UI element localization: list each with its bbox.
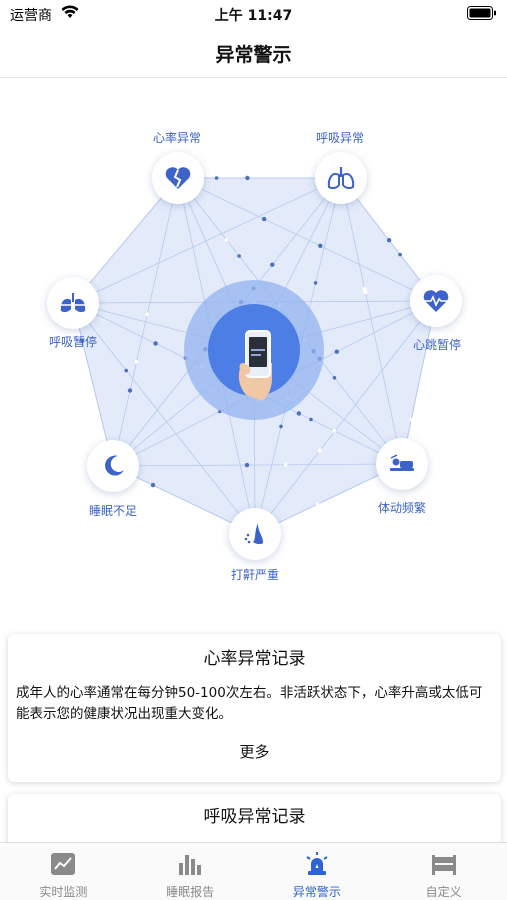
node-label-heartbeat-pause: 心跳暂停 <box>412 338 462 352</box>
lungs-icon <box>327 167 355 190</box>
web-dot <box>150 482 156 488</box>
line-chart-icon <box>51 853 76 875</box>
node-label-apnea: 呼吸暂停 <box>48 335 98 349</box>
web-dot <box>80 338 85 343</box>
battery-icon <box>467 6 496 20</box>
node-severe-snoring[interactable] <box>229 508 281 560</box>
web-dot <box>262 216 267 222</box>
web-line <box>72 302 114 467</box>
web-dot <box>409 417 414 422</box>
tab-abnormal-alert[interactable]: 异常警示 <box>254 843 381 900</box>
web-dot <box>244 462 250 468</box>
clock: 上午 11:47 <box>214 8 293 24</box>
web-dot <box>334 349 339 354</box>
web-dot <box>153 341 158 346</box>
page-title: 异常警示 <box>215 44 292 66</box>
web-dot <box>237 254 241 258</box>
node-label-severe-snoring: 打鼾严重 <box>230 568 280 582</box>
web-dot <box>332 376 337 380</box>
web-line <box>401 300 437 465</box>
bed-icon <box>431 855 456 875</box>
web-dot <box>245 175 250 181</box>
lungs-pause-icon <box>59 293 87 313</box>
tab-sleep-report[interactable]: 睡眠报告 <box>127 843 254 900</box>
phone-in-hand-icon <box>238 330 272 401</box>
web-dot <box>279 424 283 429</box>
tab-label: 自定义 <box>425 885 462 899</box>
web-dot <box>313 281 318 285</box>
web-dot <box>332 429 337 433</box>
tab-custom[interactable]: 自定义 <box>380 843 507 900</box>
web-dot <box>224 238 229 242</box>
bar-chart-icon <box>179 855 202 875</box>
carrier-label: 运营商 <box>10 8 52 24</box>
node-frequent-movement[interactable] <box>376 438 428 490</box>
node-insufficient-sleep[interactable] <box>87 440 139 492</box>
web-dot <box>127 388 133 393</box>
heart-pulse-icon <box>423 290 449 312</box>
web-dot <box>214 176 219 180</box>
web-line <box>72 302 256 535</box>
web-dot <box>296 411 302 416</box>
heart-rate-record-card: 心率异常记录 成年人的心率通常在每分钟50-100次左右。非活跃状态下，心率升高… <box>8 634 501 782</box>
node-label-insufficient-sleep: 睡眠不足 <box>88 504 138 518</box>
web-line <box>177 177 437 302</box>
web-line <box>254 300 437 535</box>
nav-bar: 异常警示 <box>0 28 507 78</box>
node-heart-rate-abnormal[interactable] <box>152 152 204 204</box>
node-label-heart-rate: 心率异常 <box>152 131 202 145</box>
web-dot <box>145 312 149 317</box>
web-line <box>340 177 403 465</box>
status-bar: 运营商 上午 11:47 <box>0 0 507 28</box>
card-title: 呼吸异常记录 <box>203 807 306 827</box>
alert-network-graphic: 心率异常 呼吸异常 心跳暂停 体动频繁 打鼾严重 <box>0 80 507 620</box>
web-line <box>112 463 403 467</box>
node-breathing-abnormal[interactable] <box>315 152 367 204</box>
web-dot <box>315 502 320 507</box>
web-dot <box>318 243 323 248</box>
snore-icon <box>244 523 264 545</box>
web-dot <box>283 463 288 467</box>
web-dot <box>386 238 392 243</box>
alarm-siren-icon <box>306 852 328 875</box>
web-dot <box>270 262 275 267</box>
tab-bar: 实时监测 睡眠报告 异常警示 自定义 <box>0 842 507 900</box>
person-lying-icon <box>390 454 414 471</box>
card-description: 成年人的心率通常在每分钟50-100次左右。非活跃状态下，心率升高或太低可能表示… <box>16 685 483 722</box>
card-title: 心率异常记录 <box>203 649 306 669</box>
web-line <box>254 463 403 535</box>
tab-label: 睡眠报告 <box>166 885 215 899</box>
node-label-frequent-movement: 体动频繁 <box>377 501 427 515</box>
tab-label: 异常警示 <box>292 885 341 899</box>
web-line <box>72 177 179 304</box>
web-dot <box>317 448 322 453</box>
tab-realtime-monitoring[interactable]: 实时监测 <box>0 843 127 900</box>
tab-label: 实时监测 <box>39 885 88 899</box>
web-dot <box>124 368 128 373</box>
node-apnea[interactable] <box>47 277 99 329</box>
more-button[interactable]: 更多 <box>239 743 270 761</box>
wifi-icon <box>61 5 79 18</box>
web-dot <box>134 359 139 364</box>
web-dot <box>398 252 402 257</box>
node-label-breathing: 呼吸异常 <box>315 131 365 145</box>
moon-icon <box>105 455 124 476</box>
broken-heart-icon <box>165 167 191 189</box>
web-dot <box>309 417 313 422</box>
web-line <box>72 177 342 304</box>
node-heartbeat-pause[interactable] <box>410 275 462 327</box>
web-dot <box>362 287 367 292</box>
